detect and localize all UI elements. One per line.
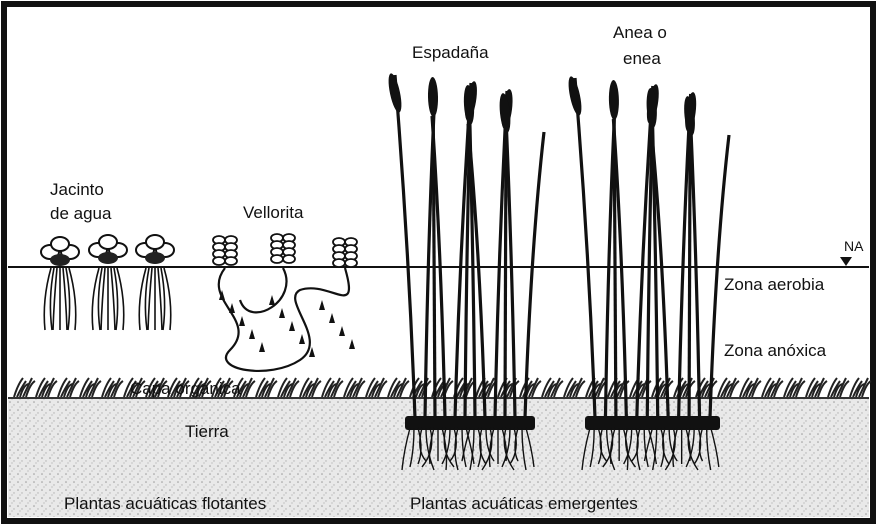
vellorita-leaf — [345, 259, 357, 267]
hyacinth-leaf — [146, 235, 164, 249]
hyacinth-leaf — [51, 237, 69, 251]
label-anea-line1: Anea o — [613, 23, 667, 42]
hyacinth-base — [50, 254, 70, 266]
hyacinth-leaf — [99, 235, 117, 249]
label-plantas-flotantes: Plantas acuáticas flotantes — [64, 494, 266, 513]
cattail-stem — [505, 128, 506, 418]
vellorita-leaf — [271, 255, 283, 263]
label-zona-aerobia: Zona aerobia — [724, 275, 825, 294]
label-plantas-emergentes: Plantas acuáticas emergentes — [410, 494, 638, 513]
cattail-stem — [689, 131, 690, 418]
vellorita-leaf — [213, 257, 225, 265]
label-capa-organica: Capa orgánica — [130, 379, 241, 398]
hyacinth-base — [98, 252, 118, 264]
vellorita-leaf — [333, 259, 345, 267]
rhizome — [585, 416, 720, 430]
label-espadana: Espadaña — [412, 43, 489, 62]
label-jacinto-line2: de agua — [50, 204, 112, 223]
label-vellorita: Vellorita — [243, 203, 304, 222]
vellorita-leaf — [283, 255, 295, 263]
label-jacinto-line1: Jacinto — [50, 180, 104, 199]
label-zona-anoxica: Zona anóxica — [724, 341, 827, 360]
label-anea-line2: enea — [623, 49, 661, 68]
vellorita-leaf — [225, 257, 237, 265]
label-na: NA — [844, 238, 864, 254]
label-tierra: Tierra — [185, 422, 229, 441]
hyacinth-base — [145, 252, 165, 264]
rhizome — [405, 416, 535, 430]
